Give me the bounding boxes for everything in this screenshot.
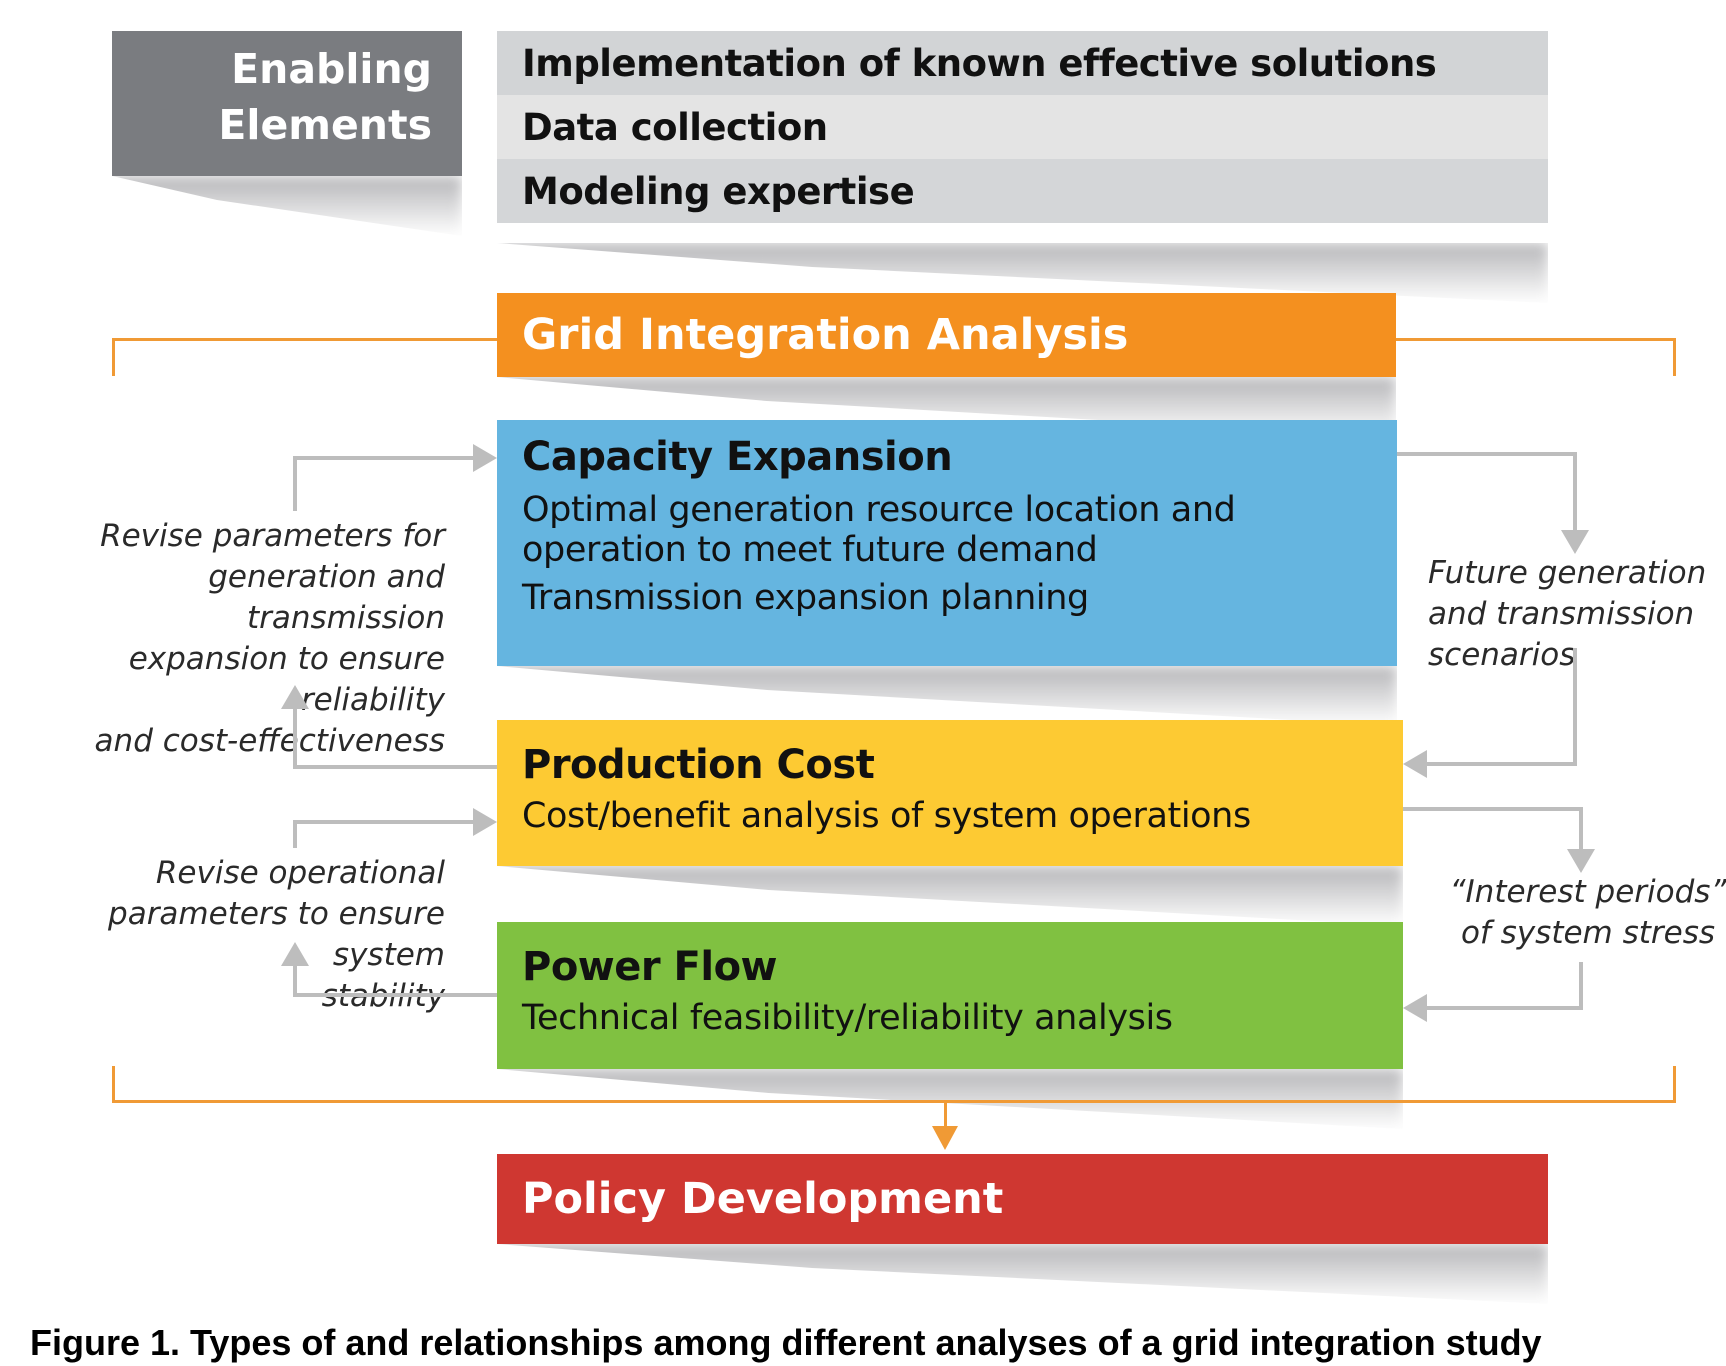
connector-line [293,765,497,769]
production-cost-card: Production Cost Cost/benefit analysis of… [497,720,1403,866]
connector-line [1573,648,1577,766]
grid-integration-header: Grid Integration Analysis [497,293,1396,377]
shadow [497,1069,1403,1129]
card-title: Production Cost [522,742,875,788]
note-line: Revise parameters for [100,518,445,554]
card-title: Power Flow [522,944,778,990]
note-line: scenarios [1428,637,1576,673]
bracket-line [112,338,115,376]
note-future-scenarios: Future generation and transmission scena… [1428,553,1726,676]
enabling-elements-list: Implementation of known effective soluti… [497,31,1548,243]
note-line: of system stress [1460,915,1716,951]
connector-line [1579,962,1583,1010]
figure-caption: Figure 1. Types of and relationships amo… [30,1322,1542,1363]
note-line: “Interest periods” [1449,874,1726,910]
enabling-item: Modeling expertise [497,159,1548,223]
arrow-down-icon [932,1126,958,1150]
note-line: Revise operational [155,855,445,891]
enabling-label-line2: Elements [218,101,432,149]
card-line: Cost/benefit analysis of system operatio… [522,796,1251,836]
note-line: generation and transmission [208,559,445,636]
connector-line [1427,1006,1583,1010]
shadow [497,666,1397,726]
card-line: Technical feasibility/reliability analys… [522,998,1173,1038]
note-line: and cost-effectiveness [94,723,445,759]
enabling-elements-label: Enabling Elements [112,31,462,176]
arrow-down-icon [1567,849,1595,873]
enabling-label-line1: Enabling [231,45,432,93]
connector-line [1573,452,1577,530]
arrow-up-icon [281,685,309,709]
enabling-item: Data collection [497,95,1548,159]
bracket-line [1673,338,1676,376]
note-line: and transmission [1428,596,1695,632]
connector-line [1397,452,1577,456]
shadow [497,1244,1548,1304]
arrow-down-icon [1561,530,1589,554]
connector-line [293,820,473,824]
connector-line [293,456,473,460]
connector-line [293,820,297,848]
card-line: operation to meet future demand [522,530,1098,570]
bracket-line [112,1100,1676,1103]
note-line: parameters to ensure system [108,896,445,973]
note-line: Future generation [1428,555,1707,591]
arrow-left-icon [1403,994,1427,1022]
card-title: Capacity Expansion [522,434,953,480]
arrow-right-icon [473,808,497,836]
connector-line [293,966,297,997]
bracket-line [944,1100,947,1128]
connector-line [293,456,297,511]
card-line: Optimal generation resource location and [522,490,1236,530]
connector-line [1403,807,1583,811]
bracket-line [1673,1066,1676,1103]
bracket-line [112,338,497,341]
arrow-left-icon [1403,750,1427,778]
card-line: Transmission expansion planning [522,578,1089,618]
policy-development-box: Policy Development [497,1154,1548,1244]
bracket-line [1396,338,1676,341]
arrow-right-icon [473,444,497,472]
power-flow-card: Power Flow Technical feasibility/reliabi… [497,922,1403,1069]
bracket-line [112,1066,115,1103]
arrow-up-icon [281,942,309,966]
connector-line [1427,762,1577,766]
connector-line [293,993,497,997]
connector-line [1579,807,1583,849]
shadow [497,866,1403,926]
note-line: expansion to ensure reliability [128,641,445,718]
note-interest-periods: “Interest periods” of system stress [1448,872,1726,954]
enabling-item: Implementation of known effective soluti… [497,31,1548,95]
capacity-expansion-card: Capacity Expansion Optimal generation re… [497,420,1397,666]
note-revise-generation: Revise parameters for generation and tra… [20,516,445,762]
shadow [112,176,462,236]
connector-line [293,709,297,769]
